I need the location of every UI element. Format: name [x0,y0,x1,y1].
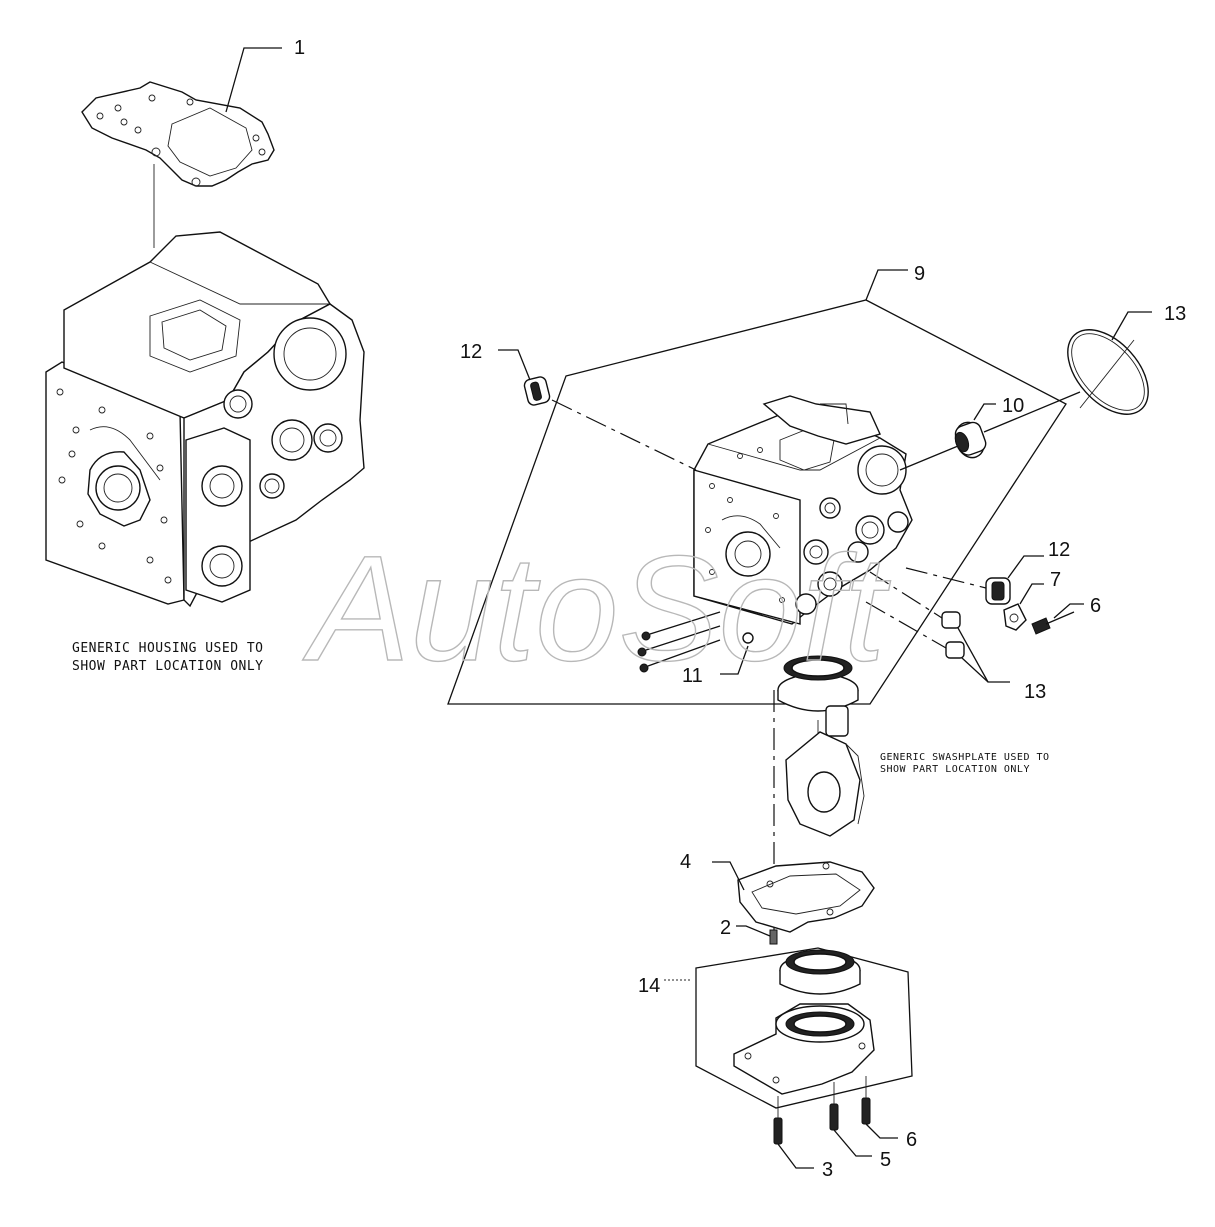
end-cap [733,1003,875,1095]
plugs-part-13 [865,571,1010,683]
svg-text:9: 9 [914,263,925,285]
callout-12-upper: 12 [460,341,531,381]
screw-part-5 [829,1082,839,1131]
dowel-part-2 [769,929,778,945]
svg-text:10: 10 [1002,395,1024,417]
callout-9: 9 [865,263,925,301]
gasket-part-4 [737,861,875,933]
gasket-plate-part-1 [81,81,275,187]
kit-9-outline [447,299,1067,705]
svg-text:14: 14 [638,975,660,997]
plug-part-12-upper [523,376,697,471]
svg-text:11: 11 [682,665,703,687]
svg-text:12: 12 [1048,539,1070,561]
screw-part-3 [773,1096,783,1145]
callout-13-text: 13 [1024,681,1046,703]
housing-center [693,395,913,625]
callout-6: 6 5 [865,1123,898,1139]
svg-text:2: 2 [720,917,731,939]
washer-part-8 [1003,603,1027,631]
bearing-race-lower [779,949,861,995]
bearing-part-10 [899,391,1081,471]
swashplate-note: GENERIC SWASHPLATE USED TO SHOW PART LOC… [880,752,1050,775]
svg-text:4: 4 [680,851,691,873]
svg-text:5: 5 [880,1149,891,1171]
plug-part-12-right [905,567,1011,605]
callout-11: 11 [682,645,749,687]
svg-text:SHOW PART LOCATION ONLY: SHOW PART LOCATION ONLY [72,659,264,674]
generic-swashplate [785,705,865,837]
housing-note: GENERIC HOUSING USED TO SHOW PART LOCATI… [72,641,264,674]
svg-text:7: 7 [1050,569,1061,591]
callout-10: 10 [973,395,1024,421]
svg-text:1: 1 [294,37,305,59]
callout-8: 7 [1019,569,1061,605]
oring-part-14 [1067,329,1149,415]
callout-15: 14 [638,975,692,997]
screws-part-11 [637,611,754,673]
callout-14: 13 [1111,303,1186,341]
generic-housing-left [45,231,365,608]
svg-text:12: 12 [460,341,482,363]
callout-7: 6 [1053,595,1101,619]
svg-text:GENERIC HOUSING USED TO: GENERIC HOUSING USED TO [72,641,264,656]
callout-2: 2 [720,917,771,939]
svg-text:GENERIC SWASHPLATE USED TO: GENERIC SWASHPLATE USED TO [880,752,1050,763]
callout-12-right: 12 [1007,539,1070,579]
svg-text:13: 13 [1164,303,1186,325]
callout-3: 3 [777,1143,833,1181]
svg-text:6: 6 [1090,595,1101,617]
callout-1: 1 [225,37,305,113]
kit-15-outline [695,947,913,1109]
watermark: AutoSoft [302,524,891,692]
svg-text:3: 3 [822,1159,833,1181]
callout-5: 5 [833,1129,891,1171]
svg-text:SHOW PART LOCATION ONLY: SHOW PART LOCATION ONLY [880,764,1030,775]
screw-part-7 [1031,611,1075,635]
screw-part-6 [861,1076,871,1125]
callout-4: 4 [680,851,745,891]
callout-6-text: 6 [906,1129,917,1151]
